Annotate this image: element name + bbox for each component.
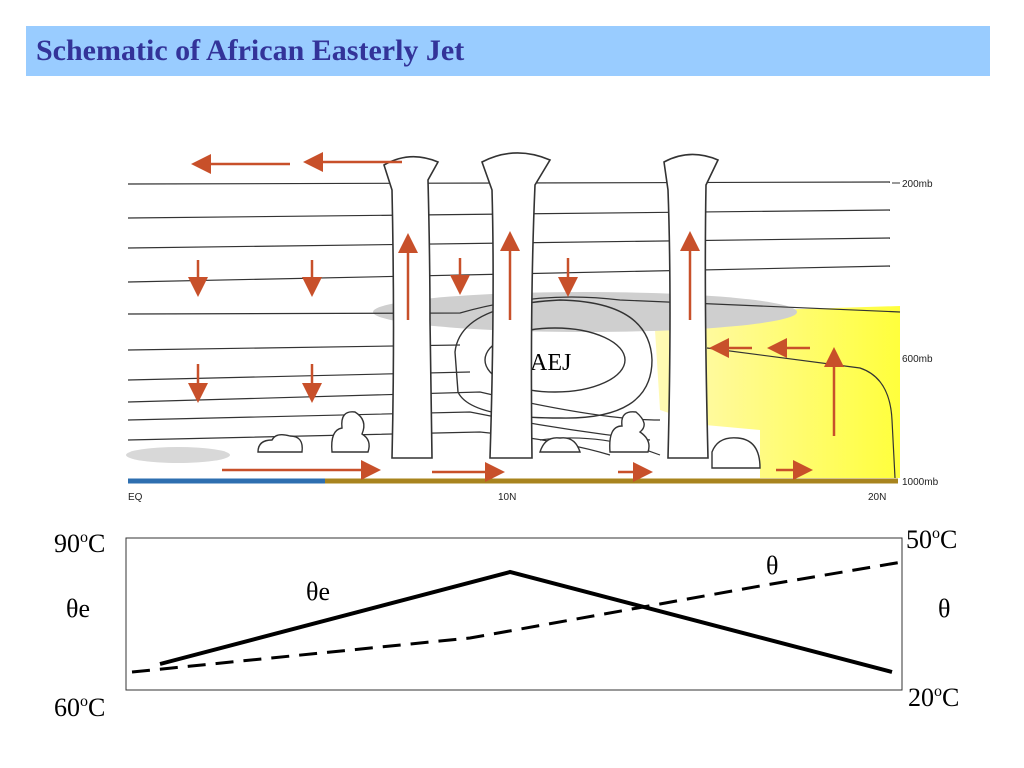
profile-frame: [125, 537, 903, 691]
level-label-200: 200mb: [902, 179, 933, 190]
theta-curve: [131, 560, 903, 674]
slide-title: Schematic of African Easterly Jet: [36, 34, 465, 67]
right-top-temp: 50oC: [906, 525, 957, 554]
left-top-temp: 90oC: [54, 529, 105, 558]
tower-2: [481, 152, 552, 459]
tower-1: [383, 155, 440, 459]
left-axis-label: θe: [66, 594, 90, 623]
low-cloud-left: [126, 447, 230, 463]
level-label-600: 600mb: [902, 354, 933, 365]
circulation-arrows: [188, 152, 844, 482]
theta-curve-label: θ: [766, 551, 778, 580]
title-bar: Schematic of African Easterly Jet: [26, 26, 990, 76]
lat-label-20n: 20N: [868, 492, 886, 503]
lat-label-eq: EQ: [128, 492, 143, 503]
level-label-1000: 1000mb: [902, 477, 939, 488]
aej-label: AEJ: [530, 350, 571, 376]
theta-e-curve-label: θe: [306, 577, 330, 606]
theta-e-curve: [159, 569, 893, 674]
cumulus-clouds: [257, 411, 761, 469]
right-axis-label: θ: [938, 594, 950, 623]
left-bottom-temp: 60oC: [54, 693, 105, 722]
lat-label-10n: 10N: [498, 492, 516, 503]
right-bottom-temp: 20oC: [908, 683, 959, 712]
